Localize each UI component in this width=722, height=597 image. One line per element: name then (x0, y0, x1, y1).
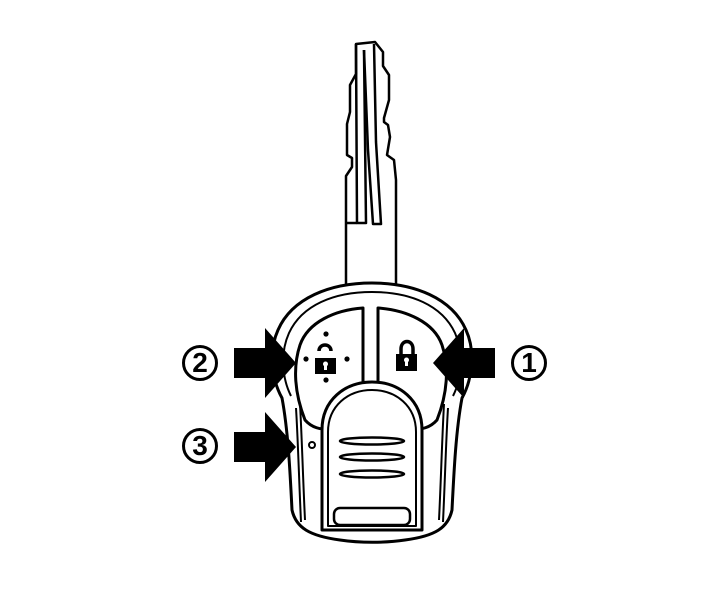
locked-padlock-icon (396, 342, 417, 371)
callout-arrow-3 (234, 412, 296, 482)
callout-number-2: 2 (182, 345, 218, 381)
unlocked-padlock-icon (303, 331, 350, 383)
lower-center-button[interactable] (322, 382, 422, 530)
callout-arrow-1 (433, 328, 495, 398)
led-indicator-icon (309, 442, 315, 448)
callout-arrow-2 (234, 328, 296, 398)
callout-number-1: 1 (511, 345, 547, 381)
callout-number-3: 3 (182, 428, 218, 464)
key-blade (346, 42, 396, 290)
